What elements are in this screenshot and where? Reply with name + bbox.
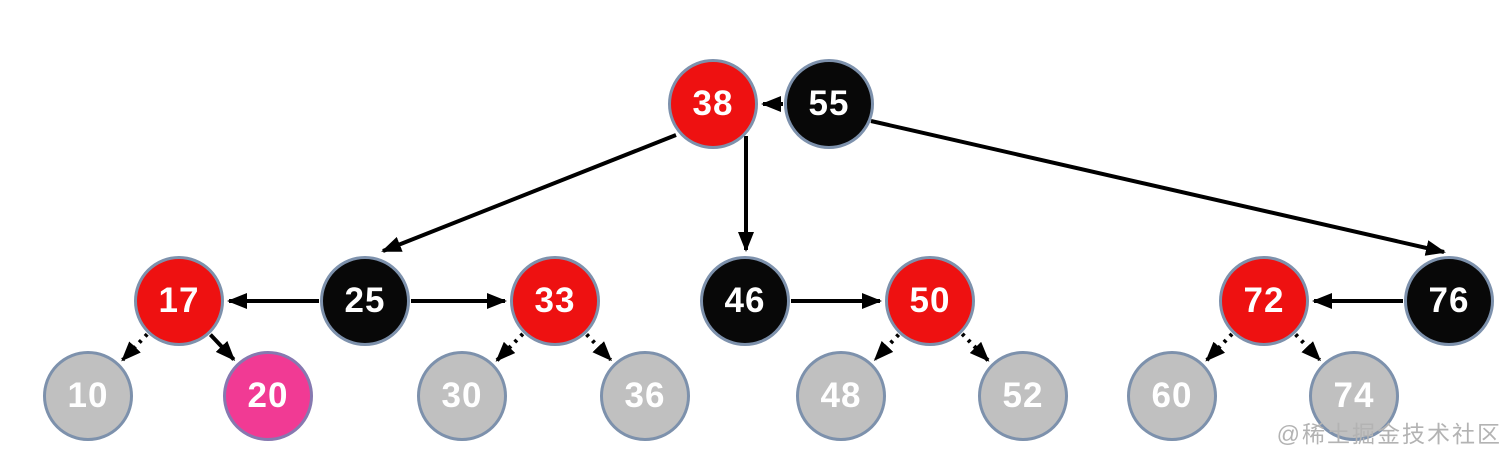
tree-node-label: 55 xyxy=(808,84,850,123)
tree-node-label: 10 xyxy=(67,376,109,415)
tree-node-label: 20 xyxy=(247,376,289,415)
tree-node-17-red: 17 xyxy=(134,256,224,346)
edge-17-20-arrow xyxy=(208,333,236,361)
watermark: @稀土掘金技术社区 xyxy=(1276,421,1502,447)
tree-node-46-black: 46 xyxy=(700,256,790,346)
tree-node-48-gray: 48 xyxy=(796,351,886,441)
tree-node-10-gray: 10 xyxy=(43,351,133,441)
tree-node-label: 52 xyxy=(1002,376,1044,415)
edge-33-30-dotted-arrow xyxy=(495,332,525,362)
edge-50-48-dotted-arrow xyxy=(873,333,901,361)
tree-node-60-gray: 60 xyxy=(1127,351,1217,441)
tree-node-label: 50 xyxy=(909,281,951,320)
tree-node-50-red: 50 xyxy=(885,256,975,346)
tree-node-33-red: 33 xyxy=(510,256,600,346)
tree-node-76-black: 76 xyxy=(1404,256,1494,346)
edge-33-36-dotted-arrow xyxy=(585,333,613,362)
edge-72-60-dotted-arrow xyxy=(1205,332,1234,362)
tree-node-label: 46 xyxy=(724,281,766,320)
tree-node-74-gray: 74 xyxy=(1309,351,1399,441)
tree-node-label: 38 xyxy=(692,84,734,123)
tree-node-20-pink: 20 xyxy=(223,351,313,441)
edge-38-25-arrow xyxy=(381,133,677,253)
edge-55-76-arrow xyxy=(870,119,1446,256)
edge-17-10-dotted-arrow xyxy=(121,332,149,362)
tree-node-label: 17 xyxy=(158,281,200,320)
tree-node-72-red: 72 xyxy=(1219,256,1309,346)
tree-node-25-black: 25 xyxy=(320,256,410,346)
tree-node-36-gray: 36 xyxy=(600,351,690,441)
tree-node-52-gray: 52 xyxy=(978,351,1068,441)
tree-node-38-red: 38 xyxy=(668,59,758,149)
tree-node-label: 25 xyxy=(344,281,386,320)
tree-edges xyxy=(121,96,1446,362)
tree-node-label: 36 xyxy=(624,376,666,415)
tree-node-label: 72 xyxy=(1243,281,1285,320)
tree-node-label: 74 xyxy=(1333,376,1375,415)
tree-node-label: 76 xyxy=(1428,281,1470,320)
tree-node-label: 48 xyxy=(820,376,862,415)
edge-72-74-dotted-arrow xyxy=(1294,333,1322,362)
tree-node-label: 33 xyxy=(534,281,576,320)
tree-node-label: 30 xyxy=(441,376,483,415)
edge-50-52-dotted-arrow xyxy=(960,332,990,362)
tree-node-55-black: 55 xyxy=(784,59,874,149)
tree-node-label: 60 xyxy=(1151,376,1193,415)
tree-node-30-gray: 30 xyxy=(417,351,507,441)
